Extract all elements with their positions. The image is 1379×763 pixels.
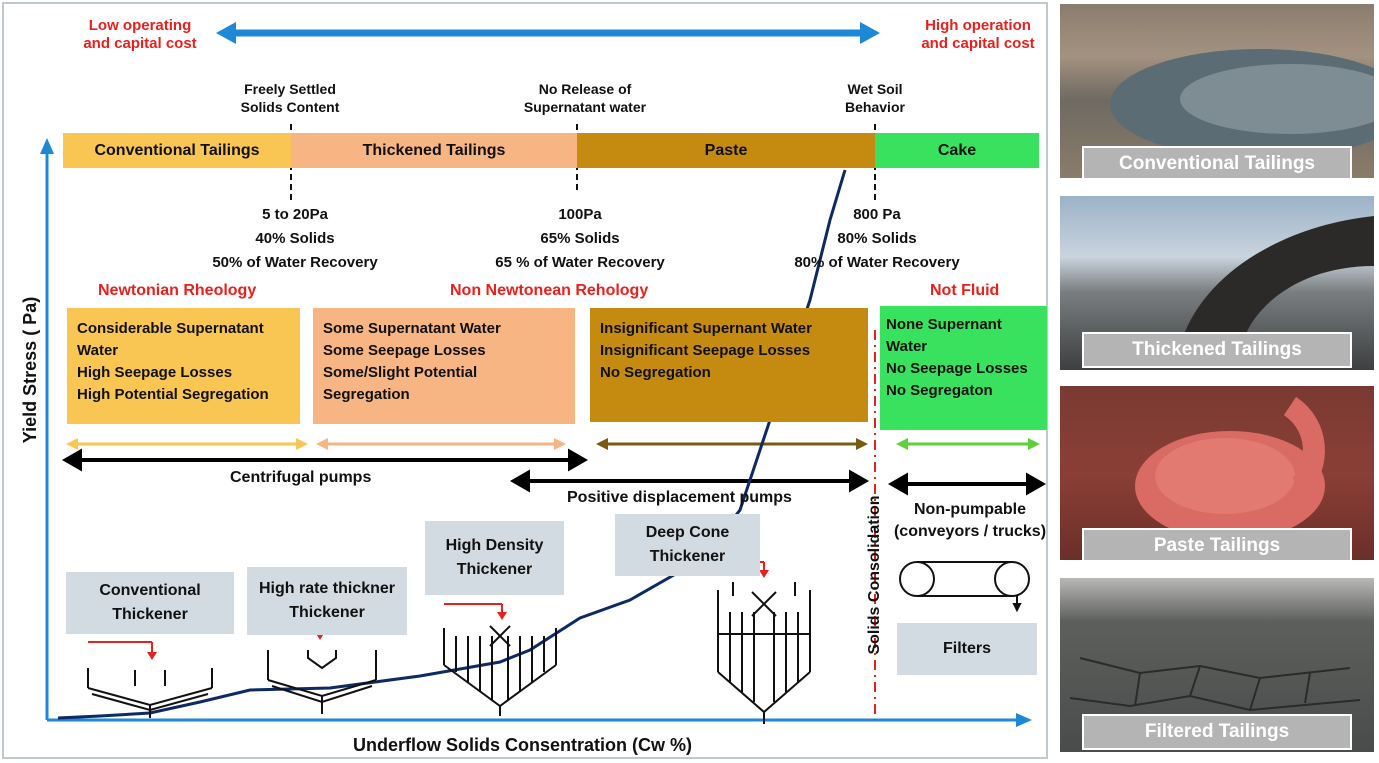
photo-label-paste: Paste Tailings <box>1082 528 1352 560</box>
deep-cone-thickener-drawing <box>717 561 811 724</box>
cost-arrow <box>216 22 880 44</box>
photo-conventional-tailings: Conventional Tailings <box>1060 4 1374 178</box>
high-rate-thickener-drawing <box>267 622 377 714</box>
solids-consolidation-label: Solids Consolidation <box>866 495 883 655</box>
positive-displacement-label: Positive displacement pumps <box>567 489 792 506</box>
photo-paste-tailings: Paste Tailings <box>1060 386 1374 560</box>
filters-label: Filters <box>897 623 1037 675</box>
y-axis-title: Yield Stress ( Pa) <box>20 296 40 444</box>
diagram-frame <box>2 2 1048 759</box>
range-arrows <box>66 438 1040 450</box>
photo-label-thickened: Thickened Tailings <box>1082 332 1352 368</box>
not-fluid-label: Not Fluid <box>930 282 1000 299</box>
photo-label-filtered: Filtered Tailings <box>1082 714 1352 750</box>
pump-arrows <box>61 448 1047 496</box>
photo-thickened-tailings: Thickened Tailings <box>1060 196 1374 370</box>
x-axis-title: Underflow Solids Consentration (Cw %) <box>353 735 693 755</box>
high-density-thickener-drawing <box>443 603 557 716</box>
band-conventional-tailings: Conventional Tailings <box>63 133 291 168</box>
band-paste: Paste <box>577 133 875 168</box>
conveyor-drawing <box>899 561 1030 613</box>
photo-label-conventional: Conventional Tailings <box>1082 146 1352 178</box>
photo-filtered-tailings: Filtered Tailings <box>1060 578 1374 752</box>
band-thickened-tailings: Thickened Tailings <box>291 133 577 168</box>
conventional-thickener-drawing <box>87 641 213 718</box>
axes <box>40 138 1032 727</box>
newtonian-label: Newtonian Rheology <box>98 282 257 299</box>
non-newtonian-label: Non Newtonean Rehology <box>450 282 649 299</box>
centrifugal-pumps-label: Centrifugal pumps <box>230 469 372 486</box>
non-pumpable-label: Non-pumpable(conveyors / trucks) <box>893 501 1047 540</box>
band-cake: Cake <box>875 133 1039 168</box>
